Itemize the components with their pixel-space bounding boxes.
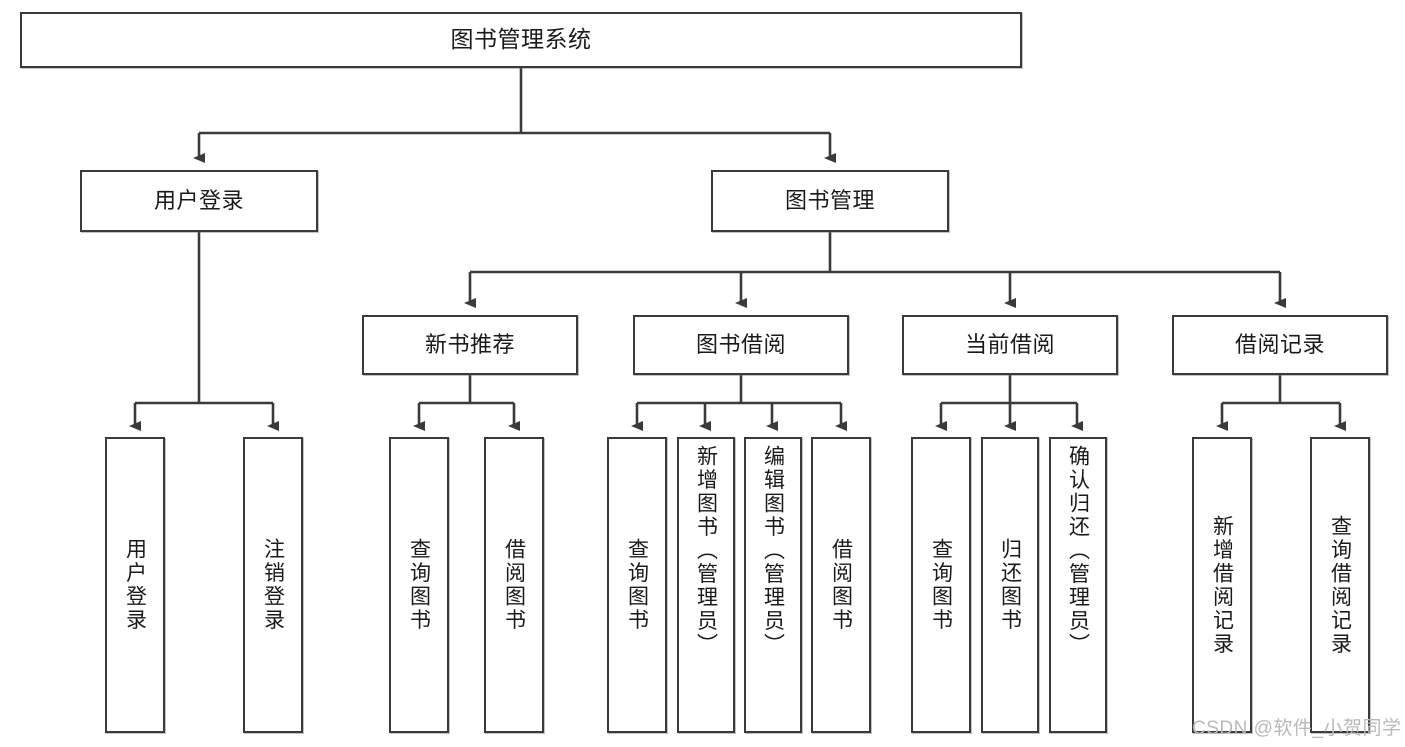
node-label: 编辑图书（管理员） xyxy=(761,445,785,657)
leaf-borrow-borrow-book[interactable]: 借阅图书 xyxy=(811,437,871,733)
csdn-watermark: CSDN @软件_小贺同学 xyxy=(1192,718,1402,739)
leaf-recommend-borrow-book[interactable]: 借阅图书 xyxy=(484,437,544,733)
node-label: 新增借阅记录 xyxy=(1210,514,1234,656)
node-label: 注销登录 xyxy=(261,538,285,632)
node-borrow-record[interactable]: 借阅记录 xyxy=(1172,315,1388,375)
node-label: 查询图书 xyxy=(625,538,649,632)
node-label: 确认归还（管理员） xyxy=(1066,445,1090,657)
node-label: 当前借阅 xyxy=(964,332,1055,358)
node-label: 用户登录 xyxy=(153,188,244,214)
leaf-borrow-query-book[interactable]: 查询图书 xyxy=(607,437,667,733)
node-label: 借阅图书 xyxy=(829,538,853,632)
leaf-current-query-book[interactable]: 查询图书 xyxy=(911,437,971,733)
node-label: 借阅图书 xyxy=(502,538,526,632)
leaf-current-return-book[interactable]: 归还图书 xyxy=(981,437,1039,733)
leaf-record-add-record[interactable]: 新增借阅记录 xyxy=(1192,437,1252,733)
node-user-login[interactable]: 用户登录 xyxy=(80,170,318,232)
leaf-borrow-edit-book-admin[interactable]: 编辑图书（管理员） xyxy=(744,437,802,733)
leaf-recommend-query-book[interactable]: 查询图书 xyxy=(389,437,449,733)
node-current-borrow[interactable]: 当前借阅 xyxy=(902,315,1118,375)
node-label: 查询图书 xyxy=(407,538,431,632)
node-book-management[interactable]: 图书管理 xyxy=(711,170,949,232)
leaf-borrow-add-book-admin[interactable]: 新增图书（管理员） xyxy=(677,437,735,733)
node-root-system[interactable]: 图书管理系统 xyxy=(20,12,1022,68)
leaf-user-login-login[interactable]: 用户登录 xyxy=(105,437,165,733)
node-label: 查询借阅记录 xyxy=(1328,514,1352,656)
node-new-book-recommend[interactable]: 新书推荐 xyxy=(362,315,578,375)
node-label: 归还图书 xyxy=(998,538,1022,632)
node-label: 用户登录 xyxy=(123,538,147,632)
leaf-user-login-logout[interactable]: 注销登录 xyxy=(243,437,303,733)
node-label: 图书借阅 xyxy=(695,332,786,358)
leaf-current-confirm-return-admin[interactable]: 确认归还（管理员） xyxy=(1049,437,1107,733)
node-label: 查询图书 xyxy=(929,538,953,632)
node-label: 新增图书（管理员） xyxy=(694,445,718,657)
node-label: 图书管理 xyxy=(784,188,875,214)
node-label: 新书推荐 xyxy=(424,332,515,358)
node-book-borrow[interactable]: 图书借阅 xyxy=(633,315,849,375)
node-label: 借阅记录 xyxy=(1234,332,1325,358)
node-label: 图书管理系统 xyxy=(450,26,592,53)
leaf-record-query-record[interactable]: 查询借阅记录 xyxy=(1310,437,1370,733)
